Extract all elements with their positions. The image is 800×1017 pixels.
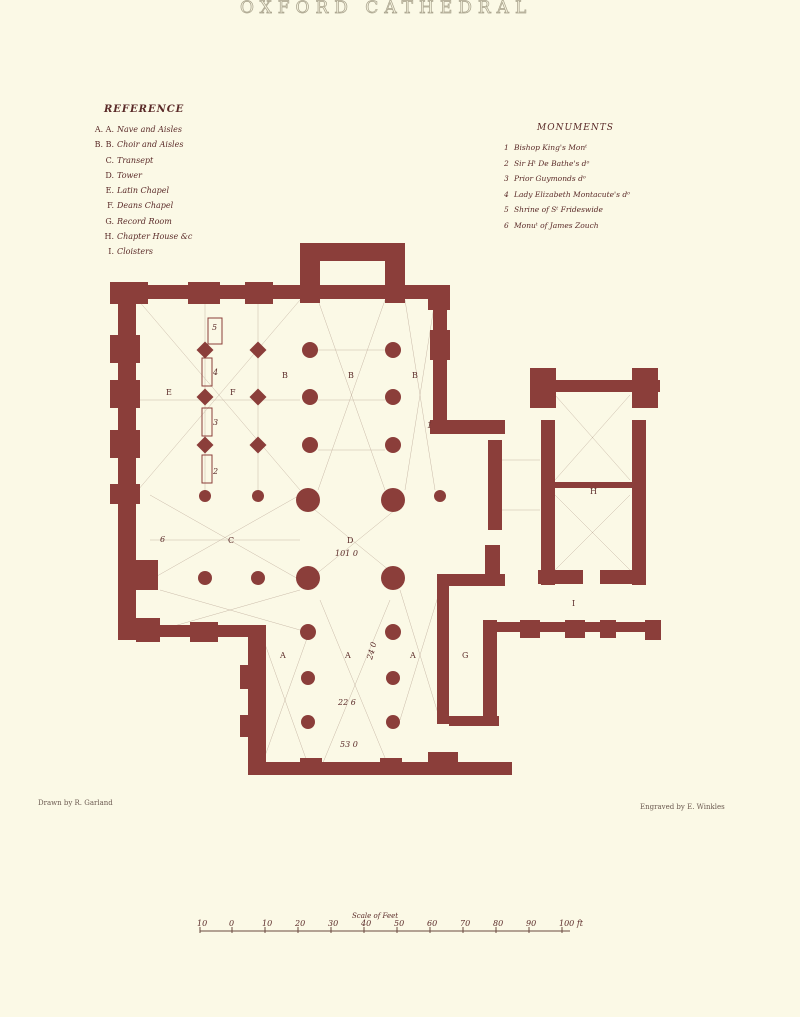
label-e: E [166, 388, 172, 397]
reference-item: E.Latin Chapel [92, 183, 192, 198]
reference-key: A. A. [94, 125, 114, 134]
dim-side: 24 0 [365, 641, 379, 662]
monument-item: 5 Shrine of Sᵗ Frideswide [504, 202, 630, 218]
scale-tick-label: 0 [229, 919, 234, 928]
reference-key: B. B. [94, 140, 114, 150]
monument-key: 1 [504, 143, 509, 152]
reference-item: A. A.Nave and Aisles [92, 122, 192, 137]
reference-label: Cloisters [117, 247, 154, 257]
label-b-south: B [412, 371, 418, 380]
dim-nave-length: 53 0 [340, 740, 358, 749]
monuments-list: 1 Bishop King's Monᵗ 2 Sir Hᵗ De Bathe's dᵒ… [504, 140, 630, 233]
scale-tick-label: 60 [427, 919, 437, 928]
label-a-south: A [409, 651, 416, 660]
monument-2-marker: 2 [212, 467, 218, 476]
walls [110, 243, 661, 775]
dim-nave-width: 22 6 [337, 698, 356, 707]
monument-item: 4 Lady Elizabeth Montacute's dᵒ [504, 187, 630, 203]
monument-6-marker: 6 [160, 535, 165, 544]
label-a-north: A [279, 651, 286, 660]
scale-tick-label: 20 [294, 919, 305, 928]
reference-key: E. [105, 186, 114, 196]
reference-item: D.Tower [92, 168, 192, 183]
scale-tick-label: 80 [493, 919, 503, 928]
monument-item: 3 Prior Guymonds dᵒ [504, 171, 630, 187]
scale-tick-label: 90 [526, 919, 536, 928]
monument-label: Prior Guymonds dᵒ [514, 174, 586, 183]
reference-label: Deans Chapel [117, 201, 174, 211]
monument-1-marker: 1 [427, 421, 432, 430]
monument-key: 4 [504, 189, 509, 199]
monument-key: 2 [504, 158, 509, 168]
reference-item: F.Deans Chapel [92, 198, 192, 213]
scale-tick-label: 70 [460, 919, 470, 928]
monument-key: 3 [504, 174, 509, 183]
reference-key: I. [108, 247, 114, 257]
monument-key: 6 [504, 220, 509, 230]
monument-label: Sir Hᵗ De Bathe's dᵒ [514, 158, 590, 168]
monument-tombs [201, 317, 223, 484]
dim-tower: 101 0 [335, 549, 358, 558]
reference-label: Transept [117, 155, 154, 165]
reference-item: H.Chapter House &c [92, 229, 192, 244]
reference-key: C. [105, 155, 114, 165]
monument-item: 6 Monuᵗ of James Zouch [504, 218, 630, 234]
vault-lines [137, 299, 631, 771]
reference-heading: REFERENCE [104, 104, 185, 115]
plate-title: OXFORD CATHEDRAL [240, 0, 533, 18]
label-h: H [590, 487, 597, 496]
reference-label: Latin Chapel [117, 186, 170, 196]
scale-tick-label: 50 [394, 919, 404, 928]
engraved-by-credit: Engraved by E. Winkles [640, 803, 725, 811]
reference-item: B. B.Choir and Aisles [92, 137, 192, 152]
monument-4-marker: 4 [212, 368, 218, 377]
monument-item: 2 Sir Hᵗ De Bathe's dᵒ [504, 156, 630, 172]
reference-key: D. [105, 170, 114, 180]
monument-label: Bishop King's Monᵗ [514, 143, 588, 152]
monument-3-marker: 3 [213, 418, 218, 427]
label-f: F [230, 388, 236, 397]
reference-key: F. [107, 201, 114, 211]
label-a-nave: A [344, 651, 351, 660]
reference-key: G. [105, 216, 114, 226]
scale-tick-label: 40 [360, 919, 371, 928]
reference-item: G.Record Room [92, 214, 192, 229]
label-i: I [572, 599, 575, 608]
monument-key: 5 [504, 205, 509, 214]
monuments-heading: MONUMENTS [537, 123, 614, 133]
reference-key: H. [104, 232, 114, 242]
scale-title: Scale of Feet [352, 912, 399, 920]
reference-item: C.Transept [92, 153, 192, 168]
monument-5-marker: 5 [212, 323, 217, 332]
reference-item: I.Cloisters [92, 244, 192, 259]
label-b-north: B [282, 371, 288, 380]
reference-label: Choir and Aisles [117, 140, 184, 150]
monument-item: 1 Bishop King's Monᵗ [504, 140, 630, 156]
scale-tick-label: 100 ft [559, 919, 584, 928]
monument-label: Shrine of Sᵗ Frideswide [514, 205, 603, 214]
scale-tick-label: 30 [328, 919, 338, 928]
monument-label: Lady Elizabeth Montacute's dᵒ [514, 189, 631, 199]
reference-label: Chapter House &c [117, 232, 193, 242]
scale-bar: 10 0 10 20 30 40 50 60 70 80 90 100 ft [197, 919, 584, 933]
scale-tick-label: 10 [262, 919, 272, 928]
monument-label: Monuᵗ of James Zouch [514, 220, 599, 230]
drawn-by-credit: Drawn by R. Garland [38, 799, 113, 807]
scale-tick-label: 10 [197, 919, 207, 928]
label-d: D [347, 536, 353, 545]
reference-label: Nave and Aisles [117, 125, 182, 134]
reference-label: Record Room [117, 216, 172, 226]
label-g: G [462, 651, 468, 660]
label-c: C [228, 536, 234, 545]
label-b-choir: B [348, 371, 354, 380]
reference-label: Tower [117, 170, 142, 180]
